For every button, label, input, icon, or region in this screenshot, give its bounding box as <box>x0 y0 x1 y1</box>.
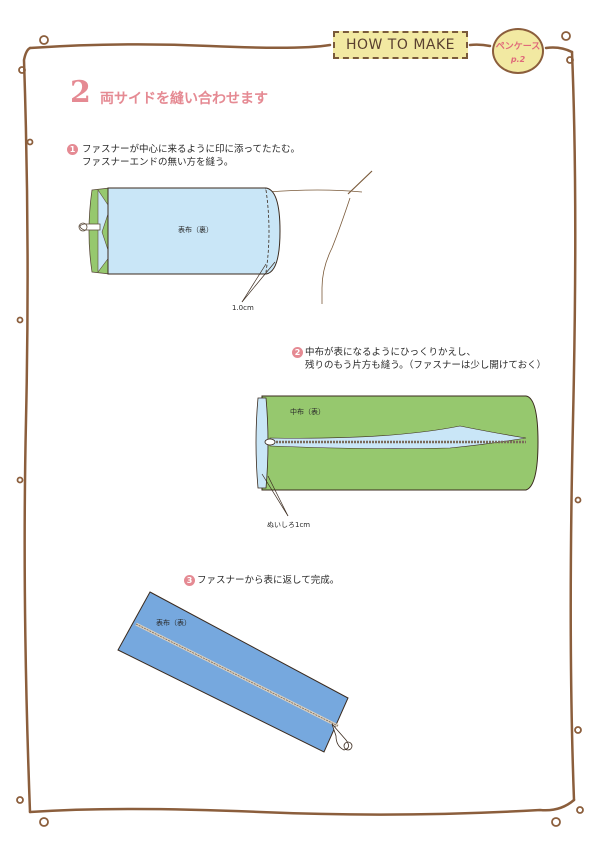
pen-case-badge: ペンケース p.2 <box>492 28 544 74</box>
how-to-make-label: HOW TO MAKE <box>345 37 456 53</box>
page-ref: p.2 <box>510 55 526 64</box>
substep-3-text: ファスナーから表に返して完成。 <box>197 574 339 587</box>
substep-1-line1: ファスナーが中心に来るように印に添ってたたむ。 <box>82 144 301 155</box>
figure-2-green-tube <box>255 395 539 517</box>
substep-1-number: 1 <box>67 144 78 155</box>
figure-1-fabric-label: 表布（裏） <box>178 226 213 234</box>
substep-2-line1: 中布が表になるようにひっくりかえし、 <box>305 347 477 358</box>
figure-1-seam-label: 1.0cm <box>232 304 254 312</box>
step-number: 2 <box>70 75 91 110</box>
substep-3-line1: ファスナーから表に返して完成。 <box>197 575 340 586</box>
substep-2-line2: 残りのもう片方も縫う。（ファスナーは少し開けておく） <box>305 360 547 371</box>
figure-3-fabric-label: 表布（表） <box>156 619 191 627</box>
figure-3-finished-case <box>117 591 353 753</box>
figure-1-folded-tube <box>78 170 373 304</box>
figure-2-fabric-label: 中布（表） <box>290 408 325 416</box>
step-title: 両サイドを縫い合わせます <box>100 91 268 107</box>
substep-1-line2: ファスナーエンドの無い方を縫う。 <box>82 157 234 168</box>
substep-1-text: ファスナーが中心に来るように印に添ってたたむ。 ファスナーエンドの無い方を縫う。 <box>82 143 300 169</box>
figure-2-seam-label: ぬいしろ1cm <box>267 521 311 529</box>
substep-2-text: 中布が表になるようにひっくりかえし、 残りのもう片方も縫う。（ファスナーは少し開… <box>305 346 546 372</box>
substep-2-number: 2 <box>292 347 303 358</box>
how-to-make-badge: HOW TO MAKE <box>333 31 468 59</box>
substep-3-number: 3 <box>184 575 195 586</box>
pen-case-label: ペンケース <box>495 42 541 52</box>
